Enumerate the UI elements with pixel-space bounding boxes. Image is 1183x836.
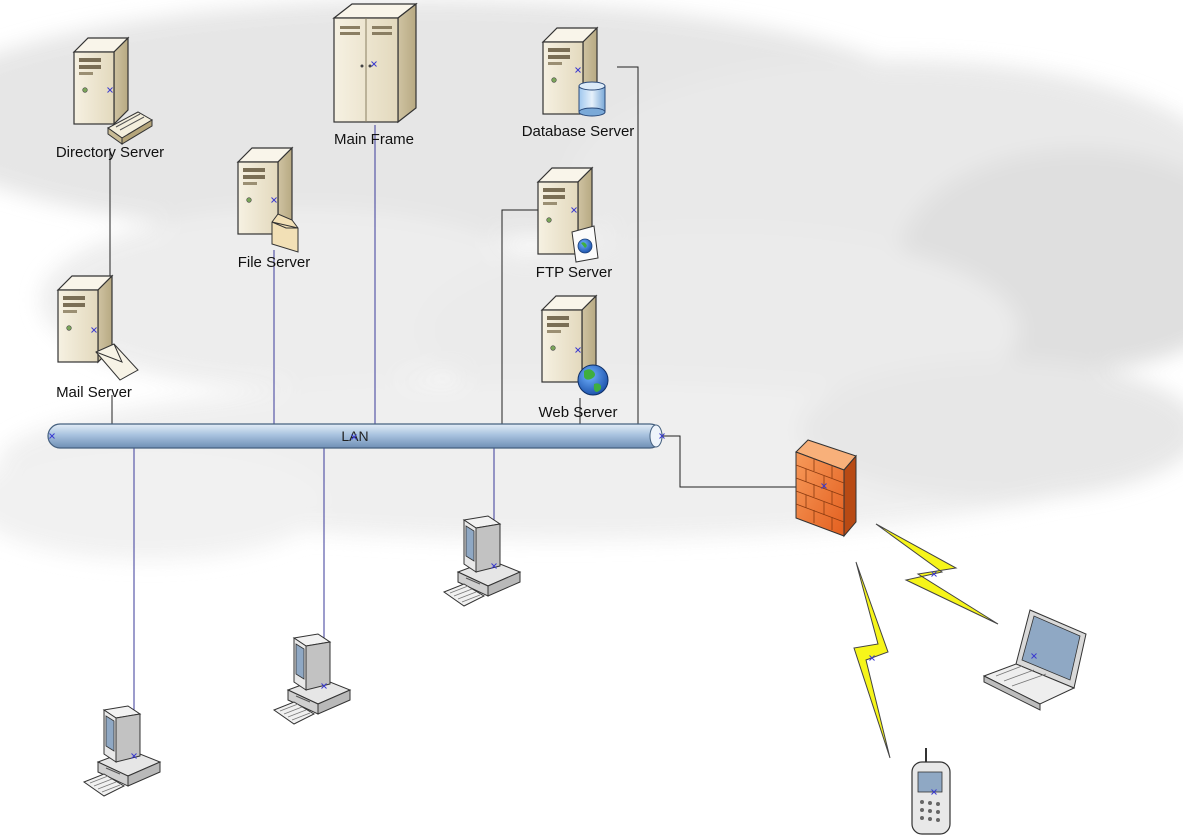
file-server[interactable]: File Server [237,147,311,271]
folder-icon [271,213,299,253]
wireless-link-laptop [875,523,999,625]
workstation-2[interactable] [273,633,351,725]
ftp-server-label: FTP Server [536,264,612,281]
firewall[interactable] [795,439,857,538]
laptop-icon [982,609,1087,711]
firewall-icon [795,439,857,538]
web-server[interactable]: Web Server [539,295,618,421]
database-icon [578,81,606,117]
mail-server-label: Mail Server [56,384,132,401]
lightning-bolt-icon [875,523,999,625]
desktop-computer-icon [83,705,161,797]
mobile-phone[interactable] [911,748,951,835]
directory-server[interactable]: Directory Server [56,37,164,161]
main-frame-label: Main Frame [334,131,414,148]
web-server-label: Web Server [539,404,618,421]
lan-bus: LAN [47,423,665,449]
ftp-server[interactable]: FTP Server [536,167,612,281]
envelope-icon [95,343,139,381]
server-icon [73,37,129,125]
directory-card-icon [107,111,153,145]
mobile-phone-icon [911,748,951,835]
workstation-3[interactable] [83,705,161,797]
wireless-link-phone [853,561,891,759]
main-frame[interactable]: Main Frame [332,2,418,148]
database-server-label: Database Server [522,123,635,140]
lightning-bolt-icon [853,561,891,759]
laptop[interactable] [982,609,1087,711]
directory-server-label: Directory Server [56,144,164,161]
mainframe-icon [332,2,418,124]
connection-lines [109,66,796,716]
mail-server[interactable]: Mail Server [56,275,139,401]
file-server-label: File Server [238,254,311,271]
globe-icon [577,364,609,396]
ftp-globe-icon [571,225,599,263]
database-server[interactable]: Database Server [522,27,635,140]
desktop-computer-icon [273,633,351,725]
